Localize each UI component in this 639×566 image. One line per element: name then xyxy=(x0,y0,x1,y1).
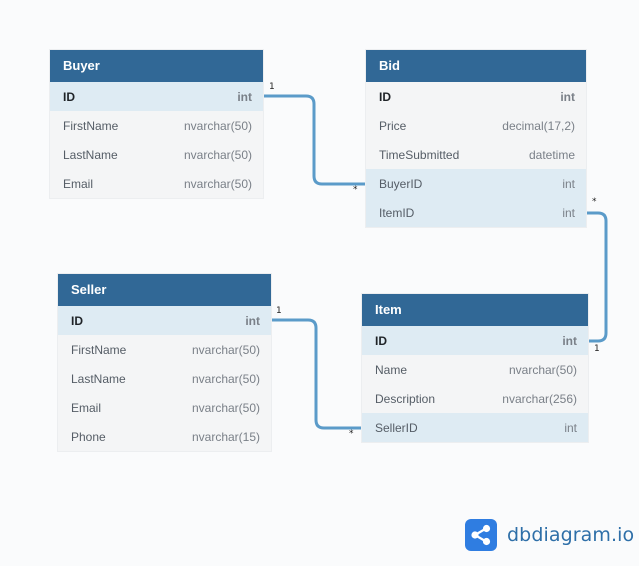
field-type: int xyxy=(562,333,577,348)
field-type: int xyxy=(564,420,577,435)
dbdiagram-logo[interactable]: dbdiagram.io xyxy=(465,519,634,551)
table-header[interactable]: Item xyxy=(362,294,588,326)
field-row-phone[interactable]: Phone nvarchar(15) xyxy=(58,422,271,451)
field-type: nvarchar(50) xyxy=(183,176,252,191)
table-bid[interactable]: Bid ID int Price decimal(17,2) TimeSubmi… xyxy=(366,50,586,227)
field-row-id[interactable]: ID int xyxy=(366,82,586,111)
field-row-id[interactable]: ID int xyxy=(362,326,588,355)
field-name: ID xyxy=(63,89,75,104)
field-row-id[interactable]: ID int xyxy=(50,82,263,111)
field-name: Description xyxy=(375,391,436,406)
field-type: nvarchar(50) xyxy=(191,400,260,415)
table-item[interactable]: Item ID int Name nvarchar(50) Descriptio… xyxy=(362,294,588,442)
field-name: TimeSubmitted xyxy=(379,147,460,162)
field-type: nvarchar(50) xyxy=(183,147,252,162)
item-bid-many-label: * xyxy=(592,197,597,207)
field-name: Price xyxy=(379,118,407,133)
field-row-description[interactable]: Description nvarchar(256) xyxy=(362,384,588,413)
logo-text: dbdiagram.io xyxy=(507,524,635,546)
field-row-buyerid[interactable]: BuyerID int xyxy=(366,169,586,198)
field-name: ID xyxy=(379,89,391,104)
table-buyer[interactable]: Buyer ID int FirstName nvarchar(50) Last… xyxy=(50,50,263,198)
field-type: nvarchar(50) xyxy=(191,342,260,357)
field-type: nvarchar(50) xyxy=(508,362,577,377)
table-seller[interactable]: Seller ID int FirstName nvarchar(50) Las… xyxy=(58,274,271,451)
field-type: nvarchar(50) xyxy=(183,118,252,133)
seller-item-connector[interactable] xyxy=(271,318,362,430)
field-name: LastName xyxy=(71,371,126,386)
field-name: SellerID xyxy=(375,420,418,435)
field-type: nvarchar(15) xyxy=(191,429,260,444)
field-type: int xyxy=(245,313,260,328)
field-type: nvarchar(256) xyxy=(502,391,577,406)
field-type: datetime xyxy=(528,147,575,162)
field-row-id[interactable]: ID int xyxy=(58,306,271,335)
field-name: FirstName xyxy=(63,118,119,133)
field-row-email[interactable]: Email nvarchar(50) xyxy=(50,169,263,198)
field-type: int xyxy=(560,89,575,104)
seller-item-many-label: * xyxy=(349,429,354,439)
field-row-firstname[interactable]: FirstName nvarchar(50) xyxy=(58,335,271,364)
table-header[interactable]: Seller xyxy=(58,274,271,306)
field-row-sellerid[interactable]: SellerID int xyxy=(362,413,588,442)
field-type: int xyxy=(562,205,575,220)
share-icon xyxy=(465,519,497,551)
field-row-name[interactable]: Name nvarchar(50) xyxy=(362,355,588,384)
item-bid-connector[interactable] xyxy=(586,211,608,343)
field-name: Phone xyxy=(71,429,106,444)
field-type: decimal(17,2) xyxy=(502,118,575,133)
field-row-lastname[interactable]: LastName nvarchar(50) xyxy=(58,364,271,393)
field-row-price[interactable]: Price decimal(17,2) xyxy=(366,111,586,140)
field-name: ID xyxy=(71,313,83,328)
field-row-itemid[interactable]: ItemID int xyxy=(366,198,586,227)
buyer-bid-one-label: 1 xyxy=(269,82,275,92)
field-row-email[interactable]: Email nvarchar(50) xyxy=(58,393,271,422)
field-type: nvarchar(50) xyxy=(191,371,260,386)
seller-item-one-label: 1 xyxy=(276,306,282,316)
table-header[interactable]: Bid xyxy=(366,50,586,82)
field-name: Email xyxy=(63,176,94,191)
table-header[interactable]: Buyer xyxy=(50,50,263,82)
field-name: BuyerID xyxy=(379,176,423,191)
buyer-bid-connector[interactable] xyxy=(263,94,366,186)
field-row-firstname[interactable]: FirstName nvarchar(50) xyxy=(50,111,263,140)
field-type: int xyxy=(562,176,575,191)
field-row-timesubmitted[interactable]: TimeSubmitted datetime xyxy=(366,140,586,169)
item-bid-one-label: 1 xyxy=(594,344,600,354)
field-name: ID xyxy=(375,333,387,348)
field-name: ItemID xyxy=(379,205,415,220)
field-type: int xyxy=(237,89,252,104)
field-name: Email xyxy=(71,400,102,415)
field-name: Name xyxy=(375,362,408,377)
field-row-lastname[interactable]: LastName nvarchar(50) xyxy=(50,140,263,169)
field-name: LastName xyxy=(63,147,118,162)
buyer-bid-many-label: * xyxy=(353,185,358,195)
field-name: FirstName xyxy=(71,342,127,357)
